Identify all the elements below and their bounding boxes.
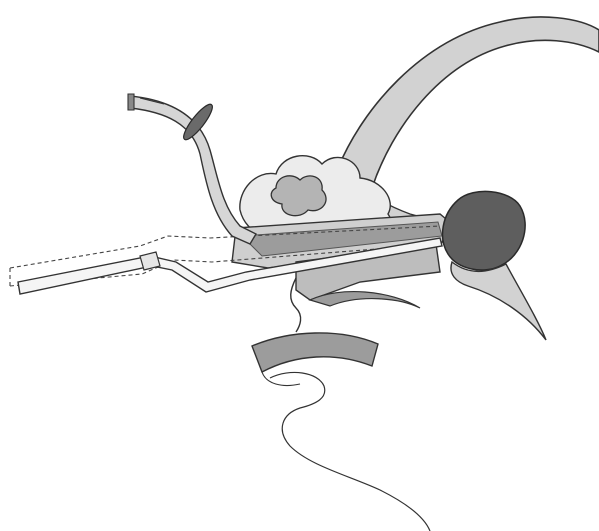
skull-vault [338,17,599,188]
tongue-band [252,333,378,372]
suction-tube-tip [128,94,134,110]
endoscope-cap [140,252,160,270]
pharyngeal-wall [310,292,420,308]
clivus [451,262,546,340]
sellar-mass [443,191,526,270]
neck-profile [270,372,430,531]
